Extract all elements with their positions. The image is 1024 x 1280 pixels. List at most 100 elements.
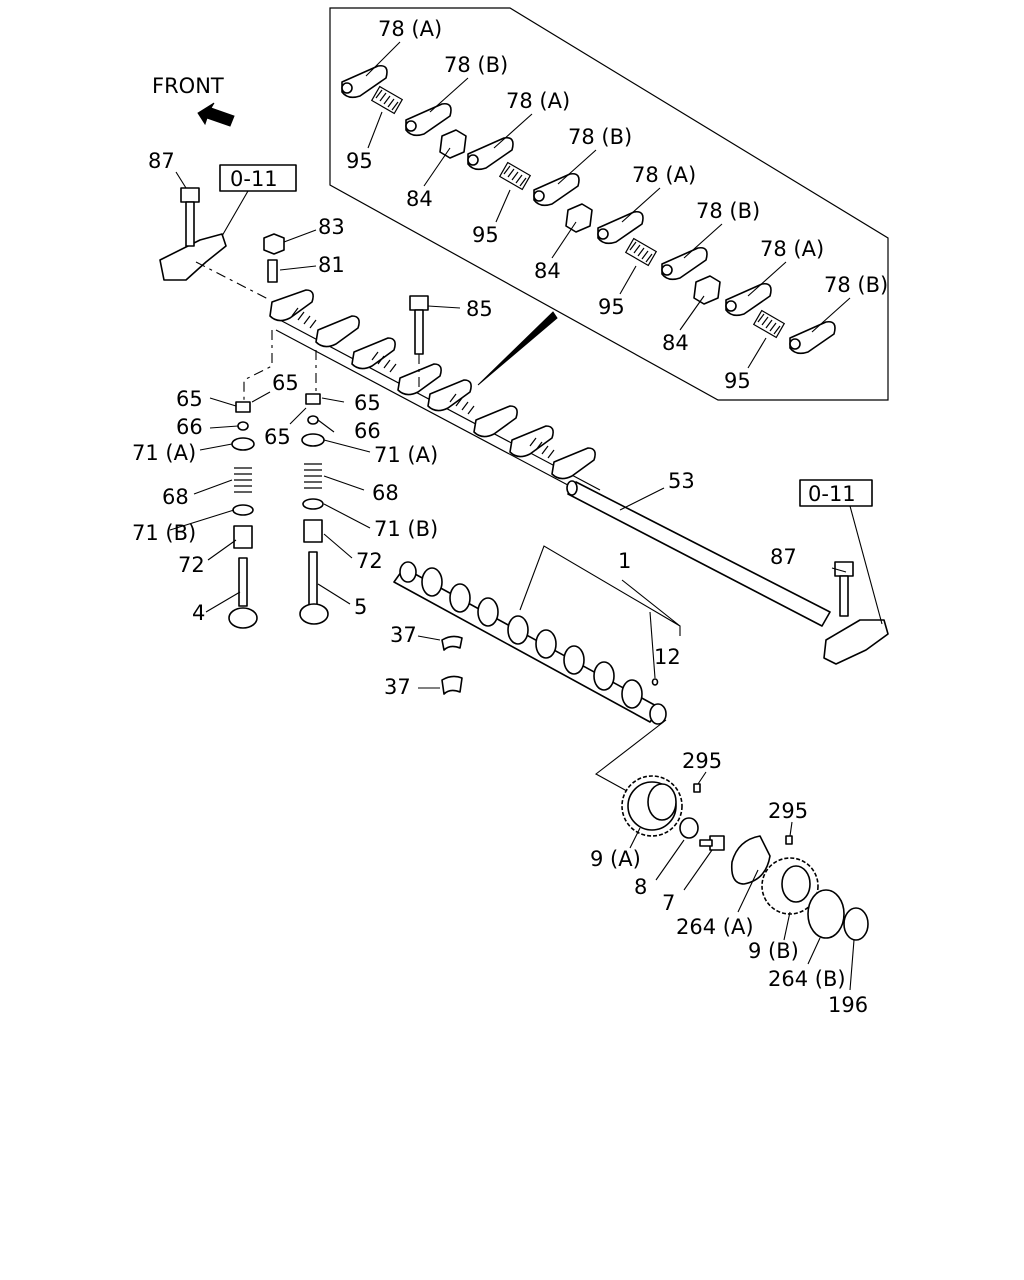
callout-65: 65 bbox=[176, 387, 203, 411]
pin-part bbox=[693, 783, 701, 793]
bracket-part bbox=[439, 129, 467, 159]
callout-84: 84 bbox=[406, 187, 433, 211]
rocker-arm-part bbox=[405, 102, 452, 137]
shaft-bracket-right bbox=[823, 619, 889, 665]
valve-stack-right bbox=[299, 393, 329, 625]
callout-7: 7 bbox=[662, 891, 675, 915]
callout-72: 72 bbox=[356, 549, 383, 573]
ref-box-left-text: 0-11 bbox=[230, 167, 278, 191]
shaft-part bbox=[566, 480, 831, 627]
callout-1: 1 bbox=[618, 549, 631, 573]
spring-part bbox=[370, 85, 404, 115]
callout-95: 95 bbox=[598, 295, 625, 319]
callout-71a: 71 (A) bbox=[132, 441, 196, 465]
rocker-detail-panel bbox=[329, 7, 889, 401]
callout-78b: 78 (B) bbox=[568, 125, 632, 149]
bracket-part bbox=[693, 275, 721, 305]
bearing-part bbox=[441, 635, 463, 651]
front-label: FRONT bbox=[152, 74, 224, 98]
callout-78a: 78 (A) bbox=[760, 237, 824, 261]
callout-9a: 9 (A) bbox=[590, 847, 641, 871]
callout-81: 81 bbox=[318, 253, 345, 277]
callout-84: 84 bbox=[534, 259, 561, 283]
valve-leaders bbox=[169, 391, 371, 613]
callout-95: 95 bbox=[346, 149, 373, 173]
callout-68: 68 bbox=[372, 481, 399, 505]
callout-87: 87 bbox=[770, 545, 797, 569]
callout-labels: 78 (A) 78 (B) 78 (A) 78 (B) 78 (A) 78 (B… bbox=[132, 17, 888, 1017]
callout-196: 196 bbox=[828, 993, 868, 1017]
callout-65: 65 bbox=[354, 391, 381, 415]
stud-part bbox=[267, 259, 278, 283]
callout-84: 84 bbox=[662, 331, 689, 355]
callout-85: 85 bbox=[466, 297, 493, 321]
callout-71b: 71 (B) bbox=[132, 521, 196, 545]
callout-9b: 9 (B) bbox=[748, 939, 799, 963]
bearing-part bbox=[441, 675, 463, 695]
callout-95: 95 bbox=[472, 223, 499, 247]
callout-83: 83 bbox=[318, 215, 345, 239]
rocker-arm-part bbox=[661, 246, 708, 281]
bracket-part bbox=[565, 203, 593, 233]
callout-78b: 78 (B) bbox=[696, 199, 760, 223]
callout-78a: 78 (A) bbox=[632, 163, 696, 187]
shaft-bracket-left bbox=[159, 233, 227, 281]
callout-5: 5 bbox=[354, 595, 367, 619]
callout-65: 65 bbox=[272, 371, 299, 395]
callout-66: 66 bbox=[354, 419, 381, 443]
callout-71a: 71 (A) bbox=[374, 443, 438, 467]
gear-part bbox=[621, 775, 683, 837]
callout-95: 95 bbox=[724, 369, 751, 393]
callout-66: 66 bbox=[176, 415, 203, 439]
callout-295: 295 bbox=[768, 799, 808, 823]
spring-part bbox=[752, 309, 786, 339]
callout-295: 295 bbox=[682, 749, 722, 773]
valve-stack-left bbox=[228, 401, 258, 629]
nut-part bbox=[263, 233, 285, 255]
callout-37: 37 bbox=[390, 623, 417, 647]
bolt-part bbox=[180, 187, 200, 247]
ref-box-right bbox=[799, 479, 873, 507]
callout-71b: 71 (B) bbox=[374, 517, 438, 541]
callout-78b: 78 (B) bbox=[824, 273, 888, 297]
spring-part bbox=[498, 161, 532, 191]
front-arrow-icon bbox=[197, 102, 235, 127]
bolt-part bbox=[699, 835, 725, 851]
panel-leaders bbox=[365, 41, 851, 369]
ref-box-left bbox=[219, 164, 297, 192]
rocker-arm-part bbox=[341, 64, 388, 99]
detail-pointer bbox=[477, 311, 558, 386]
callout-78a: 78 (A) bbox=[506, 89, 570, 113]
shim-part bbox=[730, 835, 771, 885]
callout-78b: 78 (B) bbox=[444, 53, 508, 77]
callout-53: 53 bbox=[668, 469, 695, 493]
rocker-arm-part bbox=[725, 282, 772, 317]
rocker-arm-part bbox=[789, 320, 836, 355]
rocker-arm-part bbox=[533, 172, 580, 207]
callout-78a: 78 (A) bbox=[378, 17, 442, 41]
snap-ring-part bbox=[843, 907, 869, 941]
plate-part bbox=[807, 889, 845, 939]
pin-part bbox=[785, 835, 793, 845]
gear-leaders bbox=[175, 171, 855, 991]
rocker-arm-part bbox=[597, 210, 644, 245]
rocker-shaft-assembly bbox=[269, 289, 601, 501]
washer-part bbox=[679, 817, 699, 839]
callout-4: 4 bbox=[192, 601, 205, 625]
callout-72: 72 bbox=[178, 553, 205, 577]
leader-1 bbox=[519, 545, 681, 636]
callout-87: 87 bbox=[148, 149, 175, 173]
callout-65: 65 bbox=[264, 425, 291, 449]
spring-part bbox=[624, 237, 658, 267]
callout-264a: 264 (A) bbox=[676, 915, 754, 939]
callout-12: 12 bbox=[654, 645, 681, 669]
pin-part bbox=[651, 678, 659, 686]
bolt-part bbox=[409, 295, 429, 355]
callout-264b: 264 (B) bbox=[768, 967, 846, 991]
callout-37: 37 bbox=[384, 675, 411, 699]
ref-box-right-text: 0-11 bbox=[808, 482, 856, 506]
callout-8: 8 bbox=[634, 875, 647, 899]
rocker-arm-part bbox=[467, 136, 514, 171]
callout-68: 68 bbox=[162, 485, 189, 509]
